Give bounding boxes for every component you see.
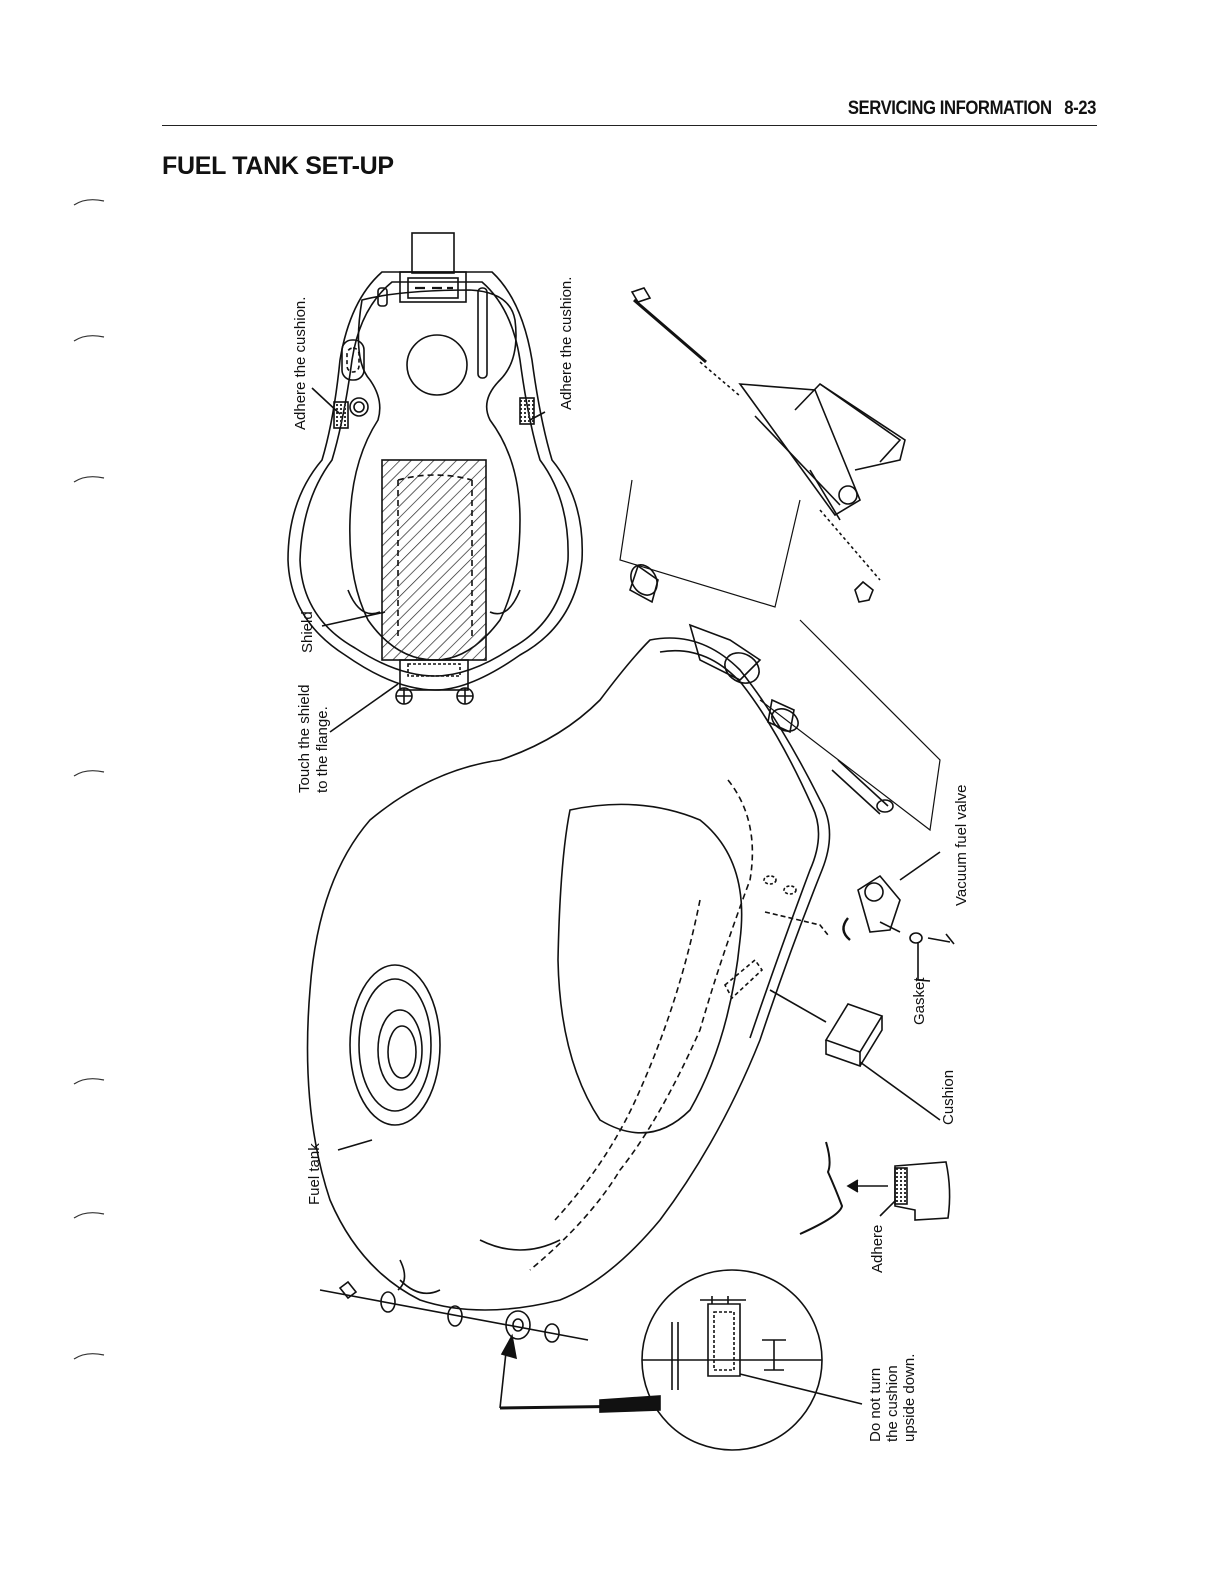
label-adhere-cushion-left: Adhere the cushion. [292, 297, 309, 430]
label-touch-shield-1: Touch the shield [296, 685, 313, 793]
tank-underside-view [288, 233, 582, 704]
label-gasket: Gasket [911, 977, 928, 1025]
label-adhere: Adhere [869, 1225, 886, 1273]
fuel-tank [308, 638, 830, 1310]
mount-grommets [620, 480, 940, 830]
label-vacuum-fuel-valve: Vacuum fuel valve [953, 785, 970, 906]
label-cushion: Cushion [940, 1070, 957, 1125]
label-shield: Shield [299, 611, 316, 653]
rear-bracket [632, 288, 905, 602]
label-do-not-turn-2: the cushion [884, 1365, 901, 1442]
label-fuel-tank: Fuel tank [306, 1143, 323, 1205]
label-do-not-turn-1: Do not turn [867, 1368, 884, 1442]
magnified-detail [500, 1270, 862, 1450]
vacuum-fuel-valve [765, 852, 954, 944]
label-adhere-cushion-right: Adhere the cushion. [558, 277, 575, 410]
front-mount-hardware [320, 1260, 588, 1342]
label-touch-shield-2: to the flange. [314, 706, 331, 793]
cushion-detail [800, 1142, 950, 1234]
label-do-not-turn-3: upside down. [901, 1354, 918, 1442]
